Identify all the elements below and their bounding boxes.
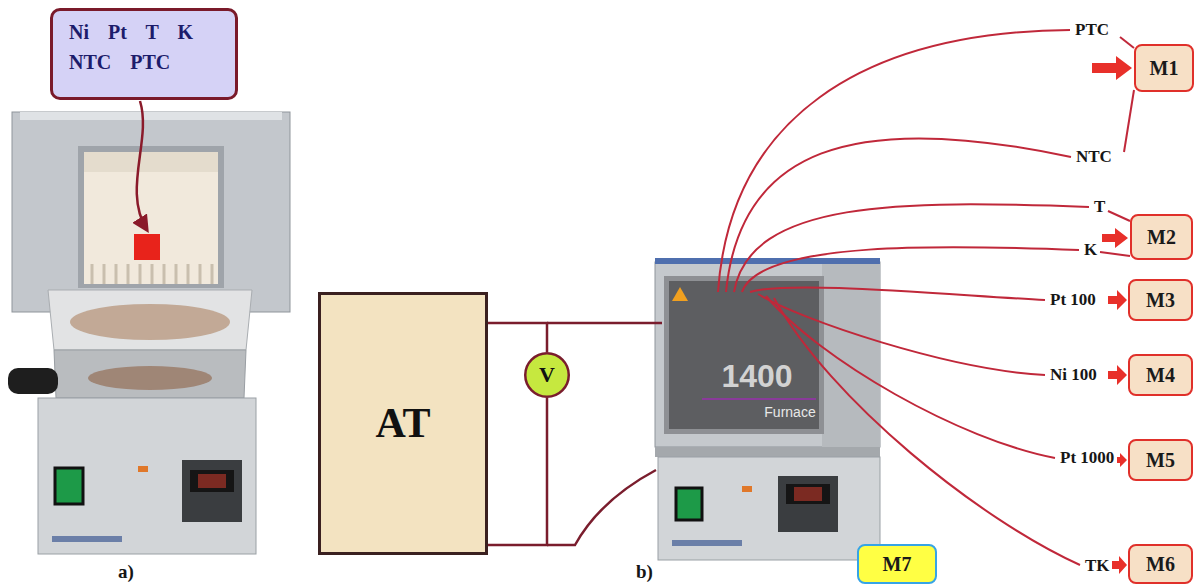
module-box: M5 <box>1128 439 1193 481</box>
node-text: Ni Pt T K <box>69 17 193 47</box>
voltmeter-circle: V <box>524 352 570 398</box>
power-switch <box>676 488 702 520</box>
module-box: M3 <box>1128 279 1193 321</box>
circle-shape <box>525 353 569 397</box>
sensor-wires <box>718 30 1089 565</box>
door-handle <box>8 368 58 394</box>
controller <box>182 460 242 522</box>
module-box: M1 <box>1134 44 1194 92</box>
pointer-arrow <box>137 101 147 230</box>
module-box: M7 <box>857 544 937 584</box>
furnace-base <box>658 457 880 560</box>
controller <box>778 476 838 532</box>
sensor-label: TK <box>1085 557 1110 576</box>
controller-display <box>786 484 830 504</box>
sensor-label: T <box>1094 198 1105 217</box>
casing-highlight <box>20 112 282 120</box>
door-frame <box>664 276 824 434</box>
furnace-casing <box>12 112 290 312</box>
indicator-lamp <box>742 486 752 492</box>
controller-display <box>190 470 234 492</box>
node-text: M6 <box>1146 553 1175 575</box>
supply-wire <box>547 322 662 325</box>
block-arrows <box>1092 56 1132 574</box>
furnace-base <box>38 398 256 554</box>
power-switch <box>55 468 83 504</box>
floor-slats <box>92 264 212 284</box>
brand-stripe <box>672 540 742 546</box>
supply-wire <box>488 323 547 352</box>
sensor-label: NTC <box>1076 148 1112 167</box>
indicator-lamp <box>138 466 148 472</box>
furnace-cavity <box>84 152 218 284</box>
cavity-frame <box>78 146 224 288</box>
furnace-door <box>669 281 819 429</box>
brand-stripe <box>52 536 122 542</box>
sensor-label: Pt 1000 <box>1060 449 1114 468</box>
furnace-ledge <box>655 447 880 457</box>
casing-side <box>822 264 880 447</box>
node-text: AT <box>375 400 430 446</box>
sensor-label: Ni 100 <box>1050 366 1097 385</box>
sensor-list-box: Ni Pt T KNTC PTC <box>50 8 238 100</box>
sensor-label: K <box>1084 241 1097 260</box>
module-box: M6 <box>1128 544 1193 584</box>
hearth-top <box>48 290 252 350</box>
node-text: V <box>539 363 555 387</box>
warning-triangle <box>672 287 688 301</box>
node-text: NTC PTC <box>69 47 170 77</box>
node-text: M5 <box>1146 449 1175 471</box>
door-stripe <box>702 398 816 400</box>
figure-label: b) <box>636 562 653 583</box>
supply-wire <box>547 470 656 545</box>
autotransformer-box: AT <box>318 292 488 555</box>
node-text: M2 <box>1147 226 1176 248</box>
node-text: M3 <box>1146 289 1175 311</box>
sensor-label: Pt 100 <box>1050 291 1096 310</box>
furnace-brand: Furnace <box>764 405 815 420</box>
hearth-stain <box>70 304 230 340</box>
display-glow <box>794 487 822 501</box>
module-box: M2 <box>1130 214 1193 260</box>
module-box: M4 <box>1128 354 1193 396</box>
figure-label: a) <box>118 562 134 583</box>
supply-wire <box>488 398 547 545</box>
sensor-spot <box>134 234 160 260</box>
node-text: M4 <box>1146 364 1175 386</box>
furnace-model: 1400 <box>721 359 792 394</box>
hearth-stain <box>88 366 212 390</box>
sensor-label: PTC <box>1075 21 1109 40</box>
display-glow <box>198 474 226 488</box>
node-text: M7 <box>883 553 912 575</box>
cavity-roof <box>84 152 218 172</box>
casing-top <box>655 258 880 264</box>
node-text: M1 <box>1150 57 1179 79</box>
hearth-front <box>54 350 246 398</box>
